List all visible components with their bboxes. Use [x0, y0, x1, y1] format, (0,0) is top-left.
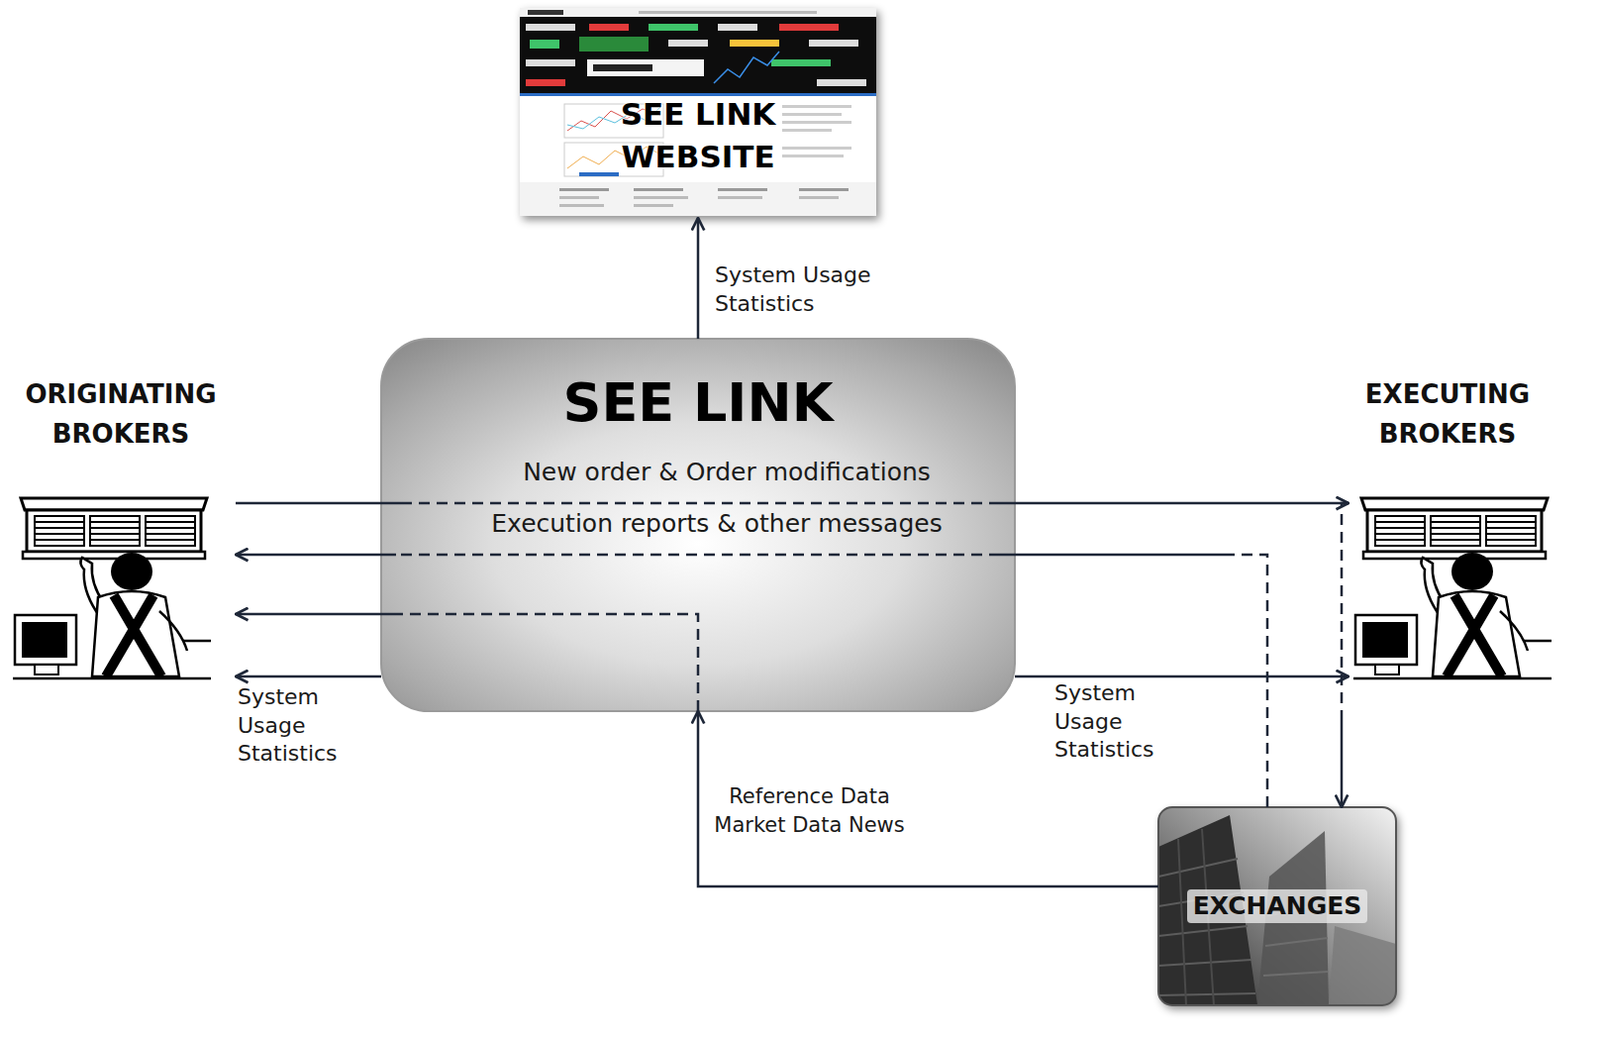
group-heading: EXECUTING BROKERS — [1348, 374, 1547, 455]
edge-label: Reference Data Market Data News — [712, 782, 906, 840]
connector-line — [396, 613, 699, 711]
hub-title: SEE LINK — [381, 372, 1015, 434]
group-heading: ORIGINATING BROKERS — [5, 374, 236, 455]
connector — [1014, 676, 1349, 678]
hub-shape — [381, 338, 1015, 711]
connector-line — [1340, 710, 1344, 807]
connector-line — [235, 553, 397, 557]
connector-line — [1000, 553, 1233, 557]
connector — [235, 502, 1349, 504]
exchange-title: EXCHANGES — [1187, 889, 1369, 923]
exchange-photo — [1158, 806, 1397, 1005]
edge-label: System Usage Statistics — [237, 683, 362, 769]
connector-line — [1000, 501, 1349, 505]
connector-line — [396, 553, 1000, 557]
website-screenshot — [519, 7, 877, 216]
edge-label: New order & Order modifications — [429, 457, 1024, 488]
connector-line — [1341, 502, 1349, 711]
connector-line — [1232, 554, 1268, 807]
exchange-box: EXCHANGES — [1158, 806, 1397, 1005]
broker-group: ORIGINATING BROKERS — [5, 374, 236, 689]
connector — [698, 217, 700, 339]
connector-line — [235, 675, 382, 679]
edge-label: System Usage Statistics — [714, 261, 899, 318]
connector-line — [1014, 675, 1349, 679]
connector-line — [697, 217, 700, 339]
edge-label: Execution reports & other messages — [419, 508, 1014, 539]
connector — [235, 676, 382, 678]
connector-line — [400, 501, 1000, 505]
connector-line — [235, 501, 401, 505]
website-box: SEE LINK WEBSITE — [519, 7, 877, 218]
edge-label: System Usage Statistics — [1054, 679, 1179, 765]
connector-line — [235, 612, 397, 616]
connector — [1341, 502, 1349, 807]
connector — [235, 554, 1268, 807]
broker-illustration — [12, 498, 211, 679]
broker-group: EXECUTING BROKERS — [1348, 374, 1547, 689]
broker-illustration — [1353, 498, 1552, 679]
website-title: SEE LINK WEBSITE — [583, 93, 813, 179]
